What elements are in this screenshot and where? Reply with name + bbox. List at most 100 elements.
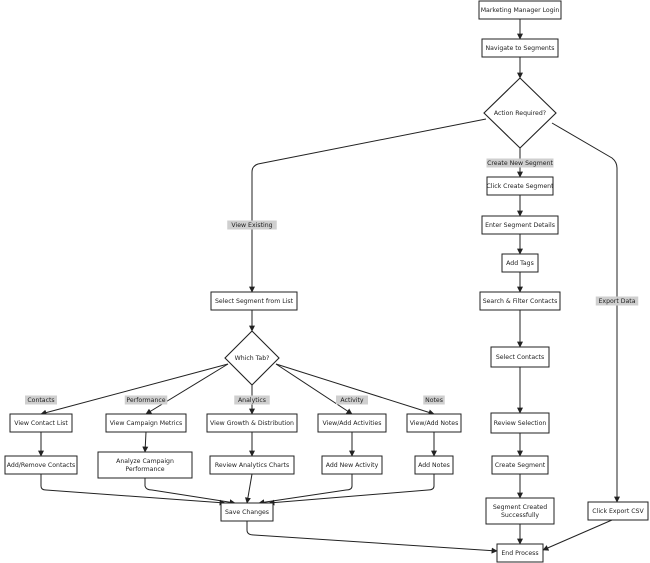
edge-label-text: Analytics bbox=[238, 397, 266, 404]
node-label: Select Segment from List bbox=[215, 298, 294, 305]
process-box bbox=[587, 501, 649, 521]
edge-label-text: Create New Segment bbox=[487, 160, 553, 167]
edge-label-view-existing: View Existing bbox=[227, 220, 277, 230]
node-label: Action Required? bbox=[494, 110, 546, 117]
node-view-growth: View Growth & Distribution bbox=[206, 413, 298, 433]
node-label: Search & Filter Contacts bbox=[483, 298, 558, 305]
edge-label-text: Activity bbox=[340, 397, 363, 404]
process-box bbox=[481, 215, 559, 235]
node-review-charts: Review Analytics Charts bbox=[209, 455, 295, 475]
process-box bbox=[206, 413, 298, 433]
node-search-filter: Search & Filter Contacts bbox=[479, 291, 561, 311]
node-login: Marketing Manager Login bbox=[478, 0, 562, 20]
process-box bbox=[105, 413, 187, 433]
node-label: View/Add Notes bbox=[410, 420, 459, 427]
label-background bbox=[423, 395, 445, 405]
node-enter-details: Enter Segment Details bbox=[481, 215, 559, 235]
process-box bbox=[491, 455, 549, 475]
node-add-remove-contacts: Add/Remove Contacts bbox=[4, 455, 78, 475]
node-select-contacts: Select Contacts bbox=[490, 346, 550, 368]
node-label: Add/Remove Contacts bbox=[7, 462, 75, 469]
node-add-notes: Add Notes bbox=[414, 455, 454, 475]
node-label: Navigate to Segments bbox=[486, 45, 555, 52]
label-background bbox=[25, 395, 57, 405]
decision-diamond bbox=[483, 77, 557, 149]
node-label: Successfully bbox=[501, 512, 539, 519]
node-label: Review Selection bbox=[494, 420, 547, 427]
process-box bbox=[490, 346, 550, 368]
edge-tab-view-add-notes bbox=[275, 363, 435, 416]
process-box bbox=[501, 253, 539, 273]
node-label: View Campaign Metrics bbox=[110, 420, 183, 427]
edge-label-create-new: Create New Segment bbox=[486, 158, 554, 168]
node-label: Click Create Segment bbox=[486, 183, 554, 190]
process-box bbox=[209, 455, 295, 475]
process-box bbox=[485, 497, 555, 525]
node-view-add-notes: View/Add Notes bbox=[406, 413, 462, 433]
node-label: Create Segment bbox=[495, 462, 546, 469]
edge-charts-save bbox=[244, 473, 253, 504]
edge-activity-save bbox=[258, 474, 353, 506]
edge-label-performance: Performance bbox=[124, 395, 168, 405]
process-box bbox=[97, 451, 193, 479]
label-background bbox=[486, 158, 554, 168]
node-label: Save Changes bbox=[225, 509, 269, 516]
node-end-process: End Process bbox=[496, 543, 544, 563]
node-label: End Process bbox=[501, 550, 538, 557]
edge-tab-view-campaign-metrics bbox=[145, 363, 229, 415]
process-box bbox=[478, 0, 562, 20]
node-create-segment: Create Segment bbox=[491, 455, 549, 475]
edge-label-text: Notes bbox=[425, 397, 443, 404]
edge-label-text: Contacts bbox=[27, 397, 54, 404]
edge-label-text: View Existing bbox=[231, 222, 272, 229]
node-view-campaign-metrics: View Campaign Metrics bbox=[105, 413, 187, 433]
edge-action-view bbox=[249, 118, 487, 293]
node-label: View Growth & Distribution bbox=[210, 420, 294, 427]
node-review-selection: Review Selection bbox=[490, 412, 550, 434]
process-box bbox=[481, 38, 559, 58]
label-background bbox=[336, 395, 368, 405]
process-box bbox=[321, 455, 383, 475]
node-label: Select Contacts bbox=[496, 354, 544, 361]
process-box bbox=[4, 455, 78, 475]
node-add-tags: Add Tags bbox=[501, 253, 539, 273]
edge-tab-view-contact-list bbox=[40, 363, 229, 416]
edge-label-text: Export Data bbox=[599, 298, 636, 305]
label-background bbox=[234, 395, 270, 405]
node-label: Add New Activity bbox=[326, 462, 379, 469]
edge-save-end bbox=[246, 521, 498, 554]
node-save-changes: Save Changes bbox=[220, 502, 274, 522]
node-label: Review Analytics Charts bbox=[215, 462, 289, 469]
node-view-contact-list: View Contact List bbox=[9, 413, 73, 433]
process-box bbox=[496, 543, 544, 563]
edge-action-export bbox=[551, 122, 620, 503]
node-label: Segment Created bbox=[493, 504, 547, 511]
decision-diamond bbox=[224, 330, 280, 386]
node-select-from-list: Select Segment from List bbox=[210, 291, 298, 311]
process-box bbox=[490, 412, 550, 434]
edge-tab-view-add-activities bbox=[275, 363, 353, 415]
process-box bbox=[406, 413, 462, 433]
process-box bbox=[486, 176, 554, 196]
node-label: Performance bbox=[125, 466, 164, 473]
node-label: Enter Segment Details bbox=[485, 222, 555, 229]
node-label: View/Add Activities bbox=[323, 420, 382, 427]
edge-label-contacts: Contacts bbox=[25, 395, 57, 405]
node-label: View Contact List bbox=[14, 420, 68, 427]
edge-analyze-save bbox=[144, 478, 236, 506]
edge-label-export-data: Export Data bbox=[595, 296, 639, 306]
node-nav-segments: Navigate to Segments bbox=[481, 38, 559, 58]
label-background bbox=[124, 395, 168, 405]
node-label: Marketing Manager Login bbox=[481, 7, 560, 14]
node-add-activity: Add New Activity bbox=[321, 455, 383, 475]
edge-label-analytics: Analytics bbox=[234, 395, 270, 405]
node-label: Which Tab? bbox=[235, 355, 270, 362]
process-box bbox=[210, 291, 298, 311]
edge-label-notes: Notes bbox=[423, 395, 445, 405]
process-box bbox=[317, 413, 387, 433]
node-view-add-activities: View/Add Activities bbox=[317, 413, 387, 433]
process-box bbox=[220, 502, 274, 522]
